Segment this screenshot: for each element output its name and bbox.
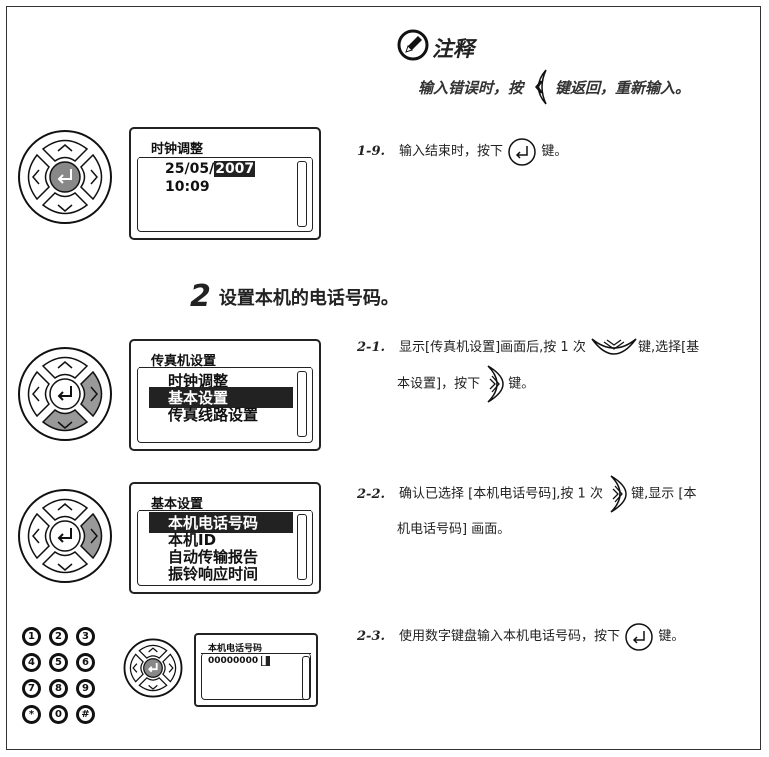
- section-heading: 2 设置本机的电话号码。: [190, 279, 399, 314]
- screen-title: 本机电话号码: [208, 644, 263, 654]
- back-key-icon: [535, 69, 547, 105]
- section-title: 设置本机的电话号码。: [218, 287, 399, 309]
- step-2-1: 2-1.显示[传真机设置]画面后,按 1 次 键,选择[基 本设置]，按下 键。: [357, 332, 752, 404]
- screen-divider: [201, 653, 311, 654]
- menu-item: 自动传输报告: [168, 548, 259, 566]
- scrollbar: [297, 161, 307, 227]
- screen-body: [201, 653, 311, 700]
- navigation-pad-enter-icon: [123, 638, 183, 698]
- scrollbar: [297, 514, 307, 580]
- navigation-pad-right-icon: [18, 489, 112, 583]
- pencil-icon: [397, 29, 429, 61]
- note-text: 输入错误时，按 键返回，重新输入。: [418, 68, 690, 106]
- keypad-key-6: 6: [76, 653, 95, 672]
- step-2-2: 2-2.确认已选择 [本机电话号码],按 1 次 键,显示 [本 机电话号码] …: [357, 474, 752, 546]
- menu-item: 传真线路设置: [168, 406, 259, 424]
- lcd-phone-number-screen: 本机电话号码 00000000 ▌: [194, 633, 318, 707]
- note-text-before: 输入错误时，按: [418, 78, 524, 97]
- step-number: 2-1.: [357, 340, 386, 355]
- right-key-icon: [487, 365, 504, 403]
- clock-date: 25/05/2007: [165, 161, 256, 177]
- navigation-pad-icon: [18, 130, 112, 224]
- step-number: 1-9.: [357, 144, 386, 159]
- enter-key-icon: [625, 622, 653, 651]
- screen-body: [137, 157, 313, 232]
- lcd-clock-screen: 时钟调整 25/05/2007 10:09: [129, 127, 321, 240]
- keypad-key-star: *: [22, 705, 41, 724]
- keypad-key-4: 4: [22, 653, 41, 672]
- note-text-after: 键返回，重新输入。: [555, 78, 691, 97]
- screen-body: [137, 367, 313, 443]
- keypad-key-7: 7: [22, 679, 41, 698]
- menu-item-selected: 基本设置: [149, 387, 293, 408]
- right-key-icon: [610, 475, 627, 513]
- screen-divider: [139, 510, 311, 511]
- lcd-fax-settings-screen: 传真机设置 时钟调整 基本设置 传真线路设置: [129, 339, 321, 451]
- menu-item: 本机ID: [168, 531, 217, 549]
- keypad-key-8: 8: [49, 679, 68, 698]
- step-2-3: 2-3.使用数字键盘输入本机电话号码，按下 键。: [357, 621, 684, 653]
- keypad-key-3: 3: [76, 627, 95, 646]
- keypad-key-1: 1: [22, 627, 41, 646]
- clock-year-selected: 2007: [214, 161, 256, 177]
- keypad-key-hash: #: [76, 705, 95, 724]
- scrollbar: [297, 371, 307, 437]
- screen-body: [137, 510, 313, 586]
- scrollbar: [302, 656, 310, 700]
- step-number: 2-2.: [357, 486, 386, 502]
- menu-item: 振铃响应时间: [168, 565, 259, 583]
- phone-number-value: 00000000 ▌: [208, 656, 271, 666]
- section-number: 2: [190, 279, 211, 314]
- enter-key-icon: [508, 137, 536, 166]
- note-title: 注释: [432, 37, 474, 61]
- step-1-9: 1-9.输入结束时，按下 键。: [357, 136, 567, 168]
- screen-title: 时钟调整: [151, 142, 204, 157]
- keypad-key-2: 2: [49, 627, 68, 646]
- screen-title: 基本设置: [151, 497, 204, 512]
- screen-divider: [139, 157, 311, 158]
- navigation-pad-down-right-icon: [18, 347, 112, 441]
- lcd-basic-settings-screen: 基本设置 本机电话号码 本机ID 自动传输报告 振铃响应时间: [129, 482, 321, 594]
- keypad-key-9: 9: [76, 679, 95, 698]
- keypad-key-0: 0: [49, 705, 68, 724]
- clock-time: 10:09: [165, 179, 210, 195]
- menu-item: 时钟调整: [168, 372, 229, 390]
- step-number: 2-3.: [357, 629, 386, 644]
- menu-item-selected: 本机电话号码: [149, 512, 293, 533]
- down-key-icon: [591, 337, 637, 355]
- screen-title: 传真机设置: [151, 354, 217, 369]
- screen-divider: [139, 367, 311, 368]
- keypad-key-5: 5: [49, 653, 68, 672]
- page-frame: [6, 6, 761, 750]
